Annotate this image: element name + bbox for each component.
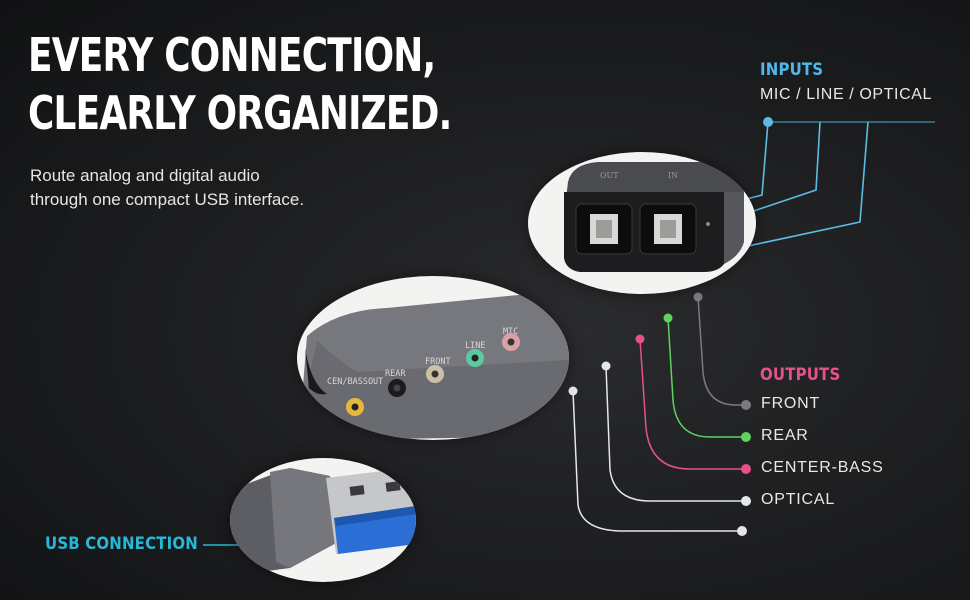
port-label-mic: MIC	[503, 327, 518, 337]
optical-ports-bubble: OUT IN	[528, 152, 756, 294]
audio-jacks-bubble: CEN/BASSOUT REAR FRONT LINE MIC	[297, 276, 569, 440]
output-label-rear: REAR	[761, 427, 809, 444]
extra-output-dot	[737, 526, 747, 536]
outputs-title: OUTPUTS	[760, 365, 841, 385]
center-bass-dot	[741, 464, 751, 474]
usb-plug-bubble	[230, 458, 416, 582]
headline: EVERY CONNECTION, CLEARLY ORGANIZED.	[28, 26, 452, 142]
optical-in-label: IN	[668, 171, 678, 180]
subtitle-line-1: Route analog and digital audio	[30, 166, 260, 185]
output-label-optical: OPTICAL	[761, 491, 836, 508]
rear-dot	[741, 432, 751, 442]
front-dot	[741, 400, 751, 410]
usb-a-plug[interactable]	[326, 468, 416, 554]
inputs-dot	[763, 117, 773, 127]
port-label-rear: REAR	[385, 369, 406, 379]
headline-line-2: CLEARLY ORGANIZED.	[28, 86, 452, 140]
headline-line-1: EVERY CONNECTION,	[28, 28, 436, 82]
usb-connection-title: USB CONNECTION	[45, 534, 198, 554]
mic-jack[interactable]	[502, 333, 520, 351]
port-label-line: LINE	[465, 341, 485, 351]
port-label-front: FRONT	[425, 357, 451, 367]
rear-origin-dot	[663, 313, 673, 323]
front-origin-dot	[693, 292, 703, 302]
optical-origin-dot	[601, 361, 611, 371]
subtitle: Route analog and digital audio through o…	[30, 164, 350, 212]
usb-origin-dot	[568, 386, 578, 396]
output-connectors	[572, 296, 746, 532]
optical-dot	[741, 496, 751, 506]
optical-ports-illustration: OUT IN	[564, 162, 744, 272]
cen-bassout-jack[interactable]	[346, 398, 364, 416]
output-label-front: FRONT	[761, 395, 821, 412]
audio-jacks-illustration: CEN/BASSOUT REAR FRONT LINE MIC	[303, 290, 569, 440]
rear-jack[interactable]	[388, 379, 406, 397]
output-label-center-bass: CENTER-BASS	[761, 459, 884, 476]
inputs-title: INPUTS	[760, 60, 824, 80]
line-jack[interactable]	[466, 349, 484, 367]
inputs-subtitle: MIC / LINE / OPTICAL	[760, 86, 933, 103]
port-label-cen-bassout: CEN/BASSOUT	[327, 377, 383, 387]
usb-plug-illustration	[230, 468, 416, 576]
optical-out-port[interactable]	[575, 203, 633, 255]
optical-out-label: OUT	[600, 171, 619, 180]
subtitle-line-2: through one compact USB interface.	[30, 190, 305, 209]
center-bass-origin-dot	[635, 334, 645, 344]
front-jack[interactable]	[426, 365, 444, 383]
optical-in-port[interactable]	[639, 203, 697, 255]
